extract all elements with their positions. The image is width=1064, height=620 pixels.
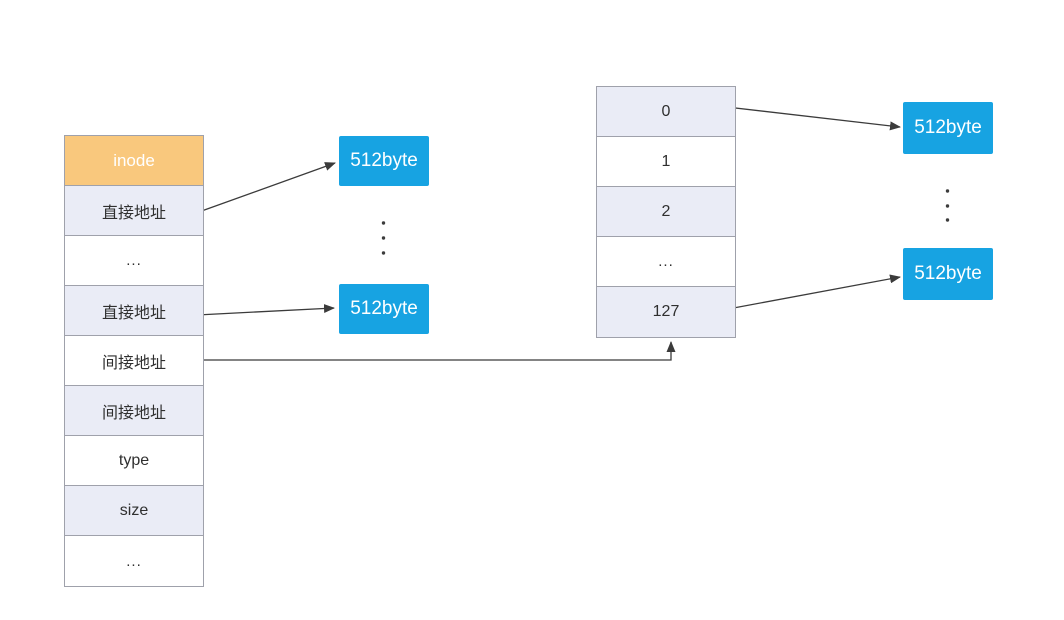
inode-row-size: size: [65, 486, 203, 536]
arrow-direct2-to-block2: [196, 304, 335, 316]
inode-row-ellipsis-2: ...: [65, 536, 203, 586]
direct-data-block-2: 512byte: [339, 284, 429, 334]
arrow-direct1-to-block1: [195, 162, 336, 214]
inode-row-indirect-address-2: 间接地址: [65, 386, 203, 436]
inode-row-type: type: [65, 436, 203, 486]
indirect-data-block-1: 512byte: [903, 102, 993, 154]
direct-data-block-1: 512byte: [339, 136, 429, 186]
inode-row-direct-address-2: 直接地址: [65, 286, 203, 336]
inode-row-direct-address-1: 直接地址: [65, 186, 203, 236]
vertical-ellipsis-mid: [381, 221, 386, 255]
arrow-entry127-to-block2: [711, 274, 901, 313]
arrow-entry0-to-block1: [717, 105, 901, 131]
indirect-entry-127: 127: [597, 287, 735, 337]
inode-row-ellipsis-1: ...: [65, 236, 203, 286]
indirect-entry-2: 2: [597, 187, 735, 237]
inode-row-indirect-address-1: 间接地址: [65, 336, 203, 386]
indirect-entry-0: 0: [597, 87, 735, 137]
indirect-data-block-2: 512byte: [903, 248, 993, 300]
indirect-entry-ellipsis: ...: [597, 237, 735, 287]
vertical-ellipsis-right: [945, 189, 950, 222]
inode-table-header: inode: [65, 136, 203, 186]
indirect-entry-1: 1: [597, 137, 735, 187]
arrow-indirect-to-table: [196, 341, 676, 361]
indirect-block-table: 0 1 2 ... 127: [596, 86, 736, 338]
inode-table: inode 直接地址 ... 直接地址 间接地址 间接地址 type size …: [64, 135, 204, 587]
